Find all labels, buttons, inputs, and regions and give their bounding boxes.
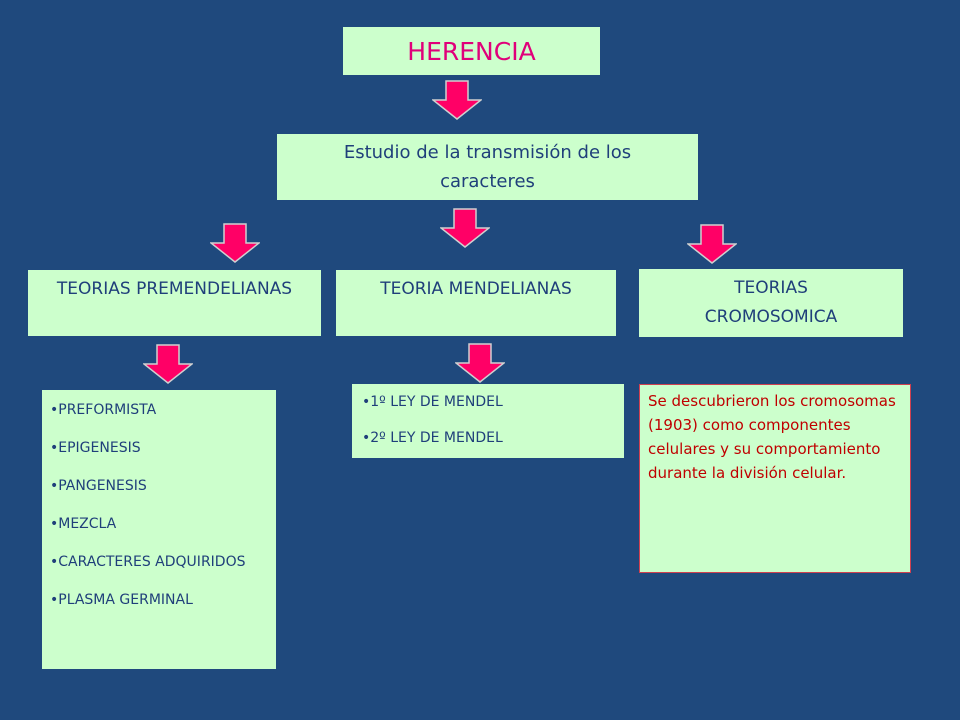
premendelianas-list: •PREFORMISTA •EPIGENESIS •PANGENESIS •ME… xyxy=(42,390,276,669)
list-item: •MEZCLA xyxy=(50,516,117,532)
arrow-down-icon xyxy=(455,343,505,383)
arrow-down-icon xyxy=(432,80,482,120)
title-box: HERENCIA xyxy=(343,27,600,75)
subtitle-box: Estudio de la transmisión de los caracte… xyxy=(277,134,698,200)
list-item: •EPIGENESIS xyxy=(50,440,141,456)
list-item: •PREFORMISTA xyxy=(50,402,157,418)
arrow-down-icon xyxy=(440,208,490,248)
cromosomica-note: Se descubrieron los cromosomas (1903) co… xyxy=(639,384,911,573)
list-item: •PLASMA GERMINAL xyxy=(50,592,193,608)
subtitle: Estudio de la transmisión de los caracte… xyxy=(343,142,632,192)
premendelianas-label: TEORIAS PREMENDELIANAS xyxy=(56,279,293,299)
mendelianas-box: TEORIA MENDELIANAS xyxy=(336,270,616,336)
diagram-title: HERENCIA xyxy=(407,36,536,66)
mendelianas-list: •1º LEY DE MENDEL •2º LEY DE MENDEL xyxy=(352,384,624,458)
list-item: •CARACTERES ADQUIRIDOS xyxy=(50,554,246,570)
premendelianas-box: TEORIAS PREMENDELIANAS xyxy=(28,270,321,336)
list-item: •2º LEY DE MENDEL xyxy=(362,430,503,446)
cromosomica-label: TEORIAS CROMOSOMICA xyxy=(704,278,838,327)
arrow-down-icon xyxy=(143,344,193,384)
cromosomica-box: TEORIAS CROMOSOMICA xyxy=(639,269,903,337)
arrow-down-icon xyxy=(687,224,737,264)
cromosomica-note-text: Se descubrieron los cromosomas (1903) co… xyxy=(648,392,896,482)
mendelianas-label: TEORIA MENDELIANAS xyxy=(380,279,572,299)
list-item: •1º LEY DE MENDEL xyxy=(362,394,503,410)
arrow-down-icon xyxy=(210,223,260,263)
list-item: •PANGENESIS xyxy=(50,478,147,494)
